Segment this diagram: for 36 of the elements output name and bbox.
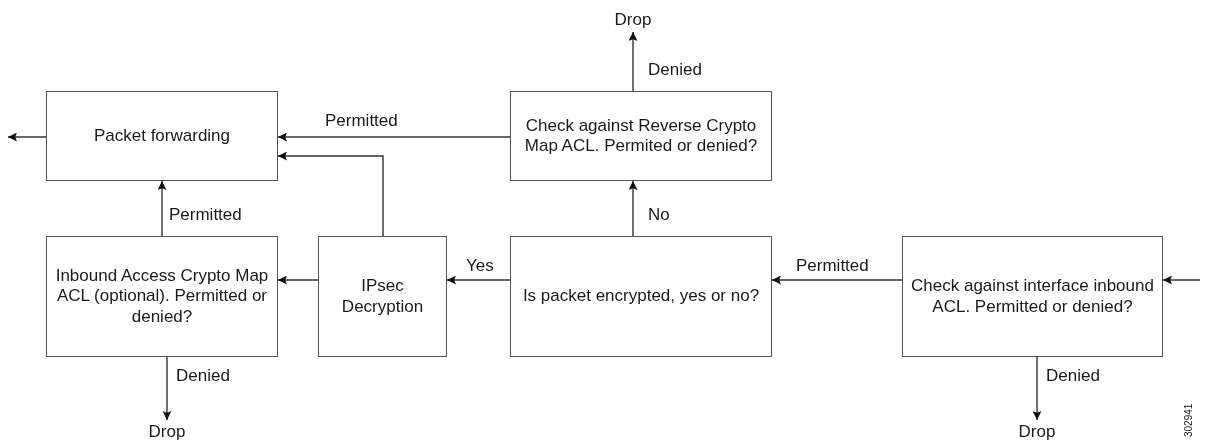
arrow — [446, 275, 511, 285]
edge-label: Denied — [176, 366, 230, 387]
end-label: Drop — [1017, 421, 1057, 443]
box-text: Is packet encrypted, yes or no? — [521, 286, 761, 307]
arrow — [277, 151, 384, 237]
end-label: Drop — [613, 9, 653, 31]
box-text: IPsec Decryption — [340, 276, 425, 317]
edge-label: Permitted — [796, 256, 869, 277]
arrow — [1162, 275, 1201, 285]
process-box — [46, 236, 278, 357]
edge-label: No — [648, 205, 670, 226]
arrow — [1032, 356, 1042, 421]
edge-label: Yes — [466, 256, 494, 277]
arrow — [771, 275, 903, 285]
arrow — [277, 132, 511, 142]
box-text: Packet forwarding — [92, 125, 232, 147]
process-box — [510, 236, 772, 357]
arrow — [628, 31, 638, 92]
arrow — [162, 356, 172, 421]
box-text: Inbound Access Crypto Map ACL (optional). Permitted or denied? — [54, 265, 270, 328]
figure-number: 302941 — [1183, 403, 1194, 437]
box-text: Check against Reverse Crypto Map ACL. Permited or denied? — [523, 115, 759, 157]
edge-label: Permitted — [325, 111, 398, 132]
process-box — [318, 236, 447, 357]
arrow — [157, 180, 167, 237]
box-text: Check against interface inbound ACL. Permitted or denied? — [910, 276, 1155, 317]
process-box — [46, 91, 278, 181]
end-label: Drop — [147, 421, 187, 443]
process-box — [510, 91, 772, 181]
process-box — [902, 236, 1163, 357]
edge-label: Denied — [1046, 366, 1100, 387]
arrow — [7, 132, 47, 142]
edge-label: Permitted — [169, 205, 242, 226]
arrow — [628, 180, 638, 237]
edge-label: Denied — [648, 60, 702, 81]
arrow — [277, 275, 319, 285]
